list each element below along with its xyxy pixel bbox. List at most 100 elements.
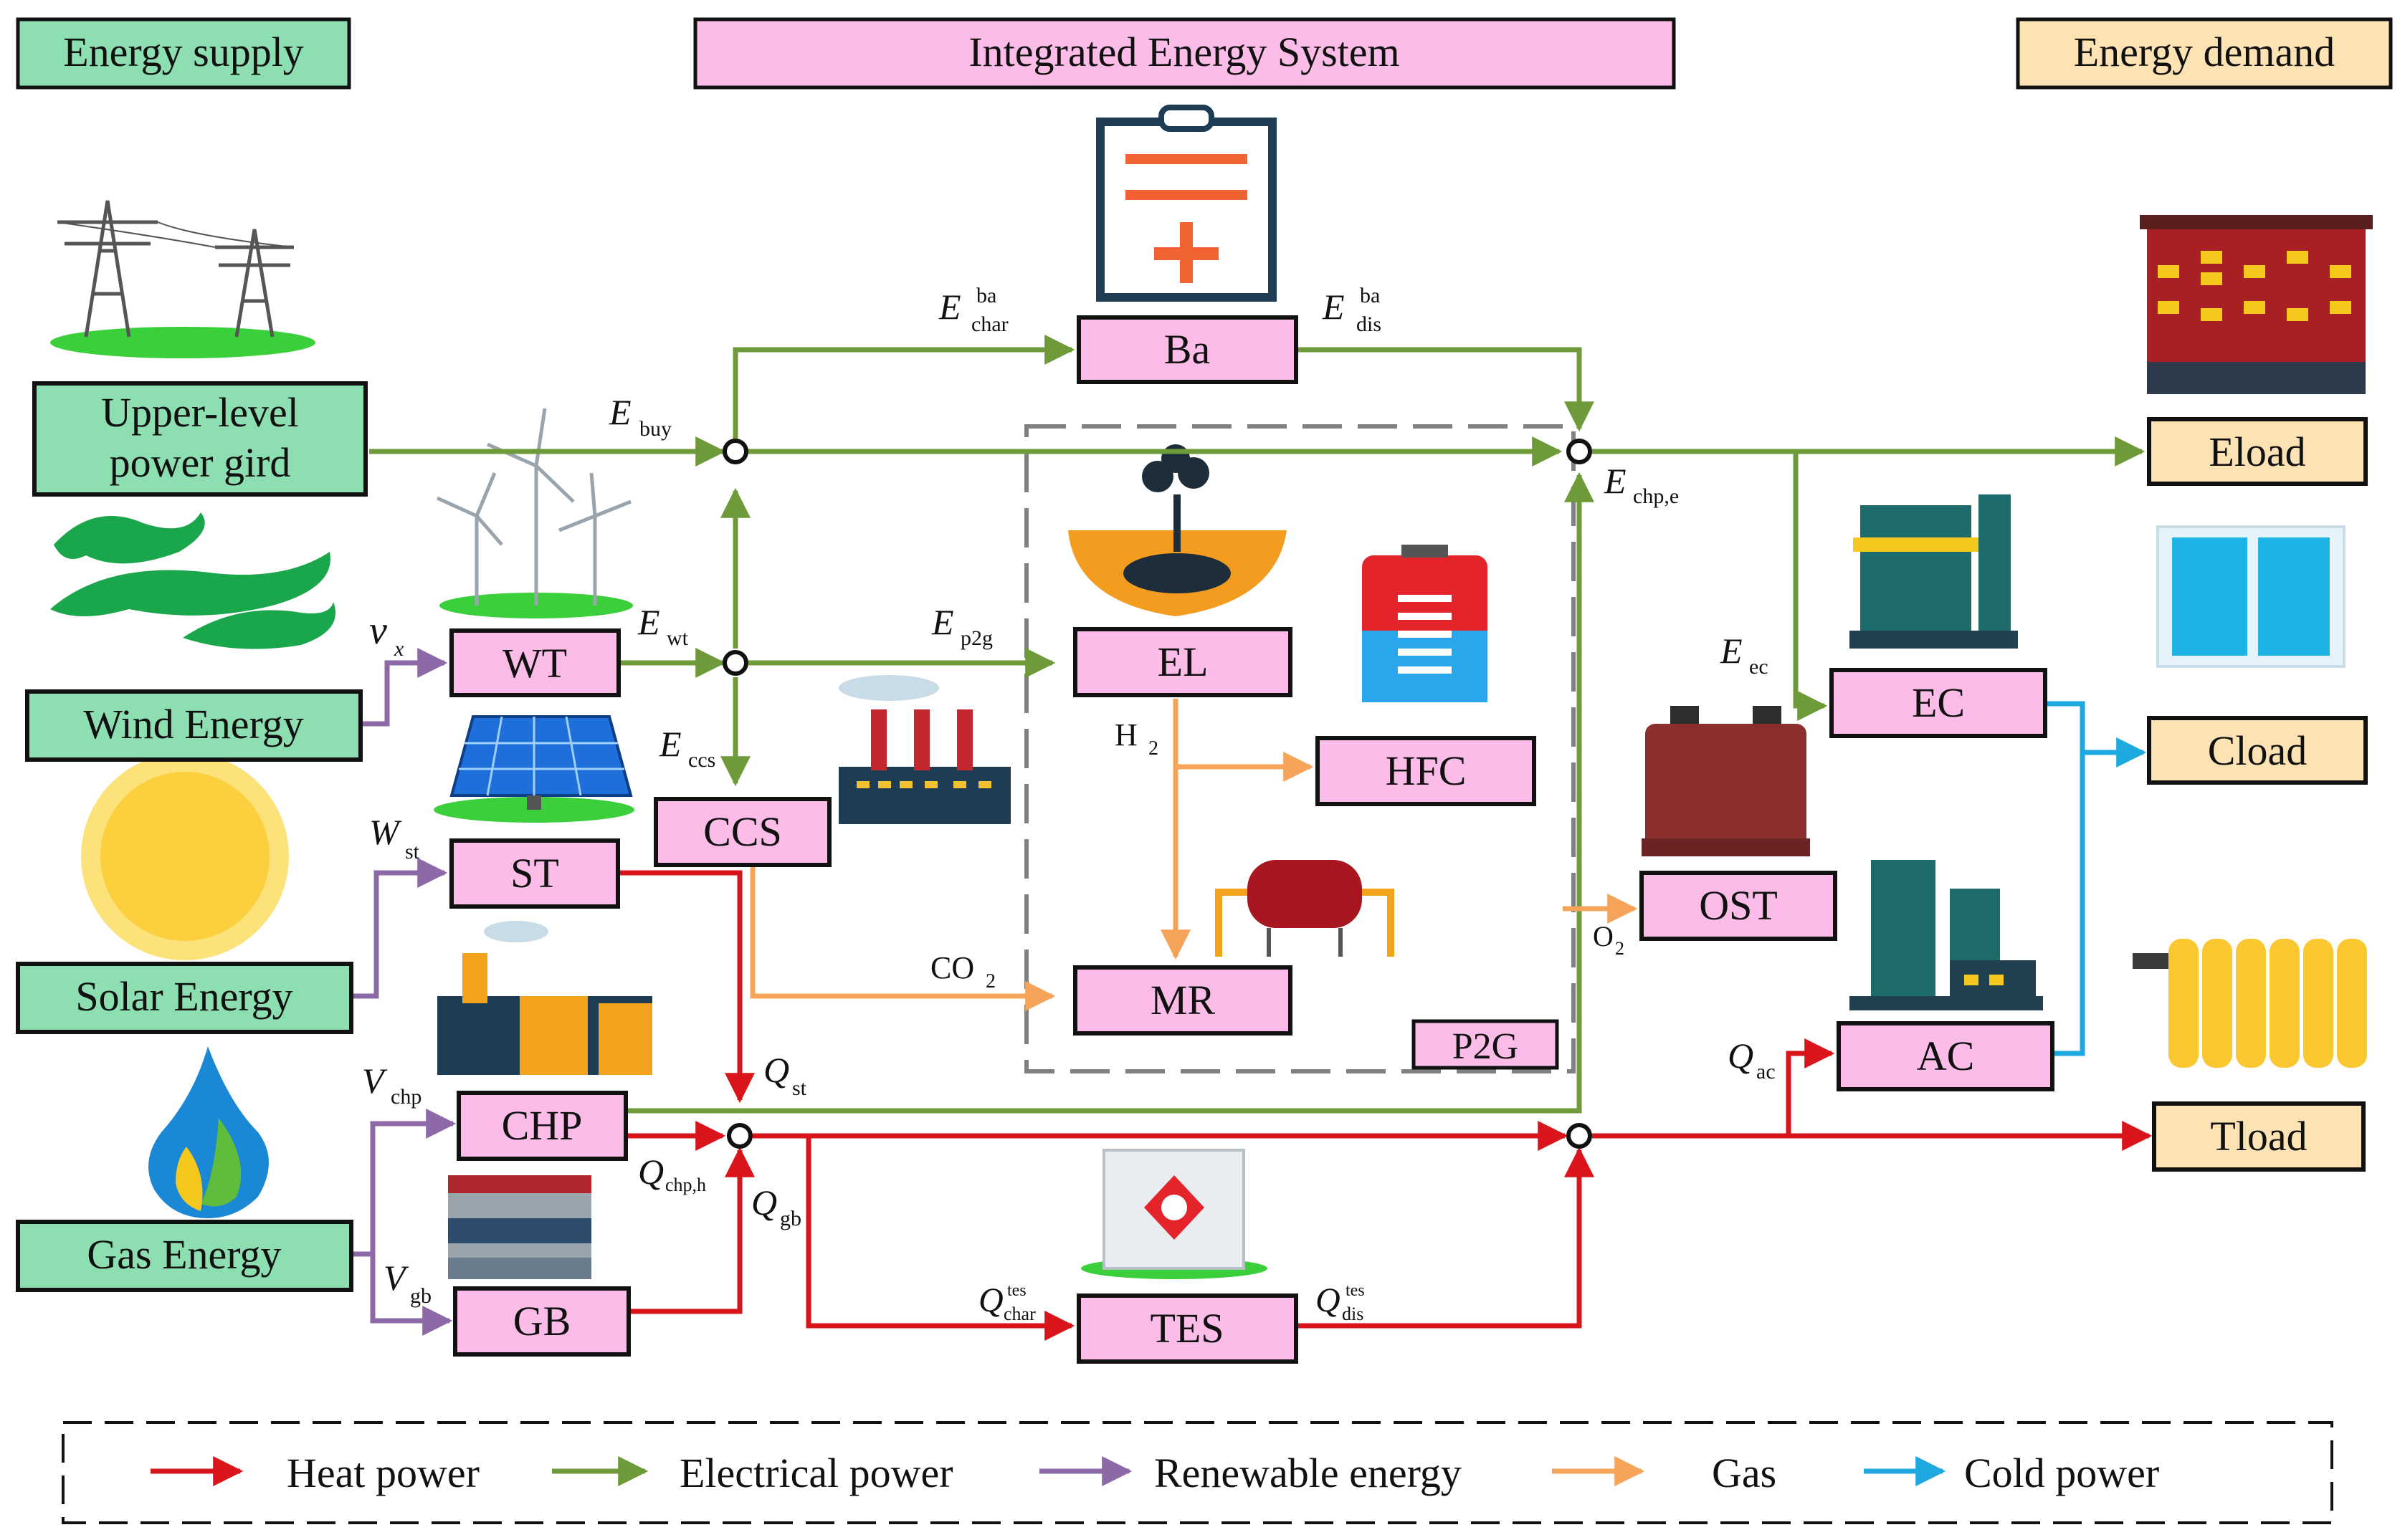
electrolyzer-icon [1068,444,1287,616]
device-tes: TES [1077,1293,1298,1364]
device-wt: WT [449,628,621,697]
svg-text:V: V [384,1258,409,1298]
flow-to-tes [806,1136,1075,1341]
flow-to-ec [1793,451,1828,721]
grid-label-line2: power gird [110,439,291,486]
svg-text:2: 2 [1615,938,1624,959]
svg-text:E: E [659,724,682,764]
legend-renewable-label: Renewable energy [1154,1450,1462,1496]
tload-label: Tload [2210,1113,2307,1159]
svg-text:2: 2 [986,970,996,993]
device-ccs: CCS [654,797,832,867]
flow-gas-to-chp [351,1109,457,1257]
svg-text:p2g: p2g [961,626,993,650]
svg-text:dis: dis [1342,1304,1363,1324]
flow-ba-to-main [1296,347,1594,432]
flow-gb-heat [629,1147,755,1314]
st-label: ST [510,850,559,896]
device-p2g: P2G [1411,1019,1559,1070]
device-el: EL [1073,627,1292,697]
legend-cold-label: Cold power [1964,1450,2159,1496]
svg-text:chp,e: chp,e [1633,484,1679,508]
svg-text:O: O [1593,920,1614,952]
legend-gas-label: Gas [1712,1450,1776,1496]
bus-node-wind [723,650,748,676]
building-icon [2140,215,2373,394]
flow-tes-discharge [1296,1147,1594,1329]
svg-text:gb: gb [780,1207,801,1230]
svg-text:W: W [369,812,402,852]
header-energy-demand: Energy demand [2016,17,2393,90]
flow-bus-to-ba [733,335,1075,439]
svg-text:buy: buy [639,417,672,441]
svg-text:E: E [1720,631,1743,671]
wind-turbine-icon [436,408,633,618]
svg-text:V: V [362,1061,388,1101]
source-wind: Wind Energy [25,689,363,762]
svg-text:E: E [931,602,954,642]
svg-text:char: char [1004,1304,1036,1324]
svg-text:v: v [369,608,387,653]
tes-label: TES [1150,1305,1224,1352]
device-ba: Ba [1077,315,1298,384]
bus-node-heat-out [1566,1123,1592,1149]
methane-reactor-icon [1215,860,1394,957]
radiator-icon [2133,939,2367,1068]
bus-node-heat [727,1123,753,1149]
hydrogen-cell-icon [1362,545,1487,702]
source-upper-grid: Upper-level power gird [32,381,368,497]
ccs-label: CCS [703,808,782,855]
p2g-region [1024,424,1576,1073]
load-eload: Eload [2147,417,2368,486]
thermal-storage-icon [1081,1149,1267,1279]
svg-text:Q: Q [978,1281,1004,1319]
oxygen-tank-icon [1642,706,1810,856]
svg-text:H: H [1115,717,1138,752]
header-integrated-system: Integrated Energy System [693,17,1676,90]
power-tower-icon [50,200,315,358]
header-system-label: Integrated Energy System [968,29,1399,75]
p2g-label: P2G [1452,1026,1518,1067]
flow-ec-cold [2045,701,2147,767]
chp-label: CHP [502,1102,583,1149]
ec-label: EC [1912,679,1965,726]
bus-node-electric [1566,439,1592,464]
gas-label: Gas Energy [87,1231,281,1278]
load-cload: Cload [2147,716,2368,785]
svg-text:gb: gb [410,1284,432,1308]
svg-text:Q: Q [1728,1036,1753,1076]
flow-gas-to-gb [370,1254,453,1336]
bus-node-grid [723,439,748,464]
flow-st-heat [618,870,755,1104]
svg-text:E: E [609,392,632,432]
device-st: ST [449,838,620,909]
source-gas: Gas Energy [16,1220,353,1292]
legend-frame [62,1421,2333,1524]
svg-text:ccs: ccs [688,748,715,772]
svg-text:x: x [394,637,404,661]
ost-label: OST [1699,882,1778,929]
svg-text:chp: chp [391,1085,422,1109]
gas-boiler-tank-icon [448,1175,591,1279]
svg-text:ba: ba [976,284,996,307]
svg-text:ec: ec [1749,655,1768,679]
